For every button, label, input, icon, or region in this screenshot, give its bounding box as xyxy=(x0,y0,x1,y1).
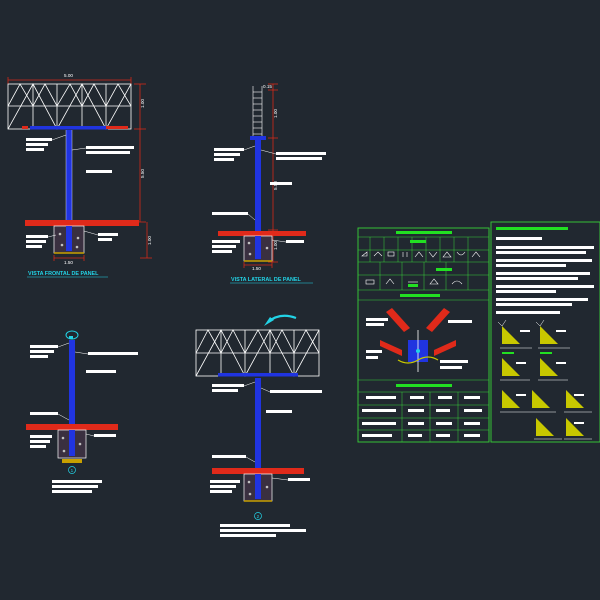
dim-height-frontal xyxy=(134,83,152,259)
notes-text-lines xyxy=(496,237,594,314)
billboard-truss-detail-2 xyxy=(195,329,320,377)
dim-upper-label: 1.00 xyxy=(273,109,278,118)
panel-base-beam-end xyxy=(106,126,128,129)
ground-slab-detail-1 xyxy=(26,424,118,430)
weld-detail-figure xyxy=(366,308,472,372)
panel-base-beam xyxy=(30,126,108,130)
view-frontal: 5.00 1.00 5.50 1.00 xyxy=(7,73,152,278)
dim-total-height-label: 5.50 xyxy=(140,169,145,178)
dim-top-label: 0.15 xyxy=(263,84,272,89)
steel-column-detail-2 xyxy=(255,378,261,470)
ground-slab-lateral xyxy=(218,231,306,236)
table-highlights xyxy=(396,240,452,387)
footing-frontal xyxy=(53,225,85,254)
annotations-lateral xyxy=(212,148,326,253)
dim-footing-depth-label: 1.00 xyxy=(147,236,152,245)
lateral-view-title: VISTA LATERAL DE PANEL xyxy=(231,277,301,283)
fillet-weld-details xyxy=(497,319,592,440)
lateral-platform xyxy=(250,136,266,140)
detail-1-marker-label: 1 xyxy=(71,468,74,473)
steel-column-lateral xyxy=(255,140,261,235)
dim-width-label: 5.00 xyxy=(64,73,73,78)
table-bottom-text xyxy=(362,396,482,437)
view-detail-2: 2 xyxy=(195,314,322,537)
view-lateral: 0.15 1.00 5.50 1.00 1.50 VIST xyxy=(212,83,326,284)
view-detail-1: 1 xyxy=(26,330,138,493)
footing-detail-1 xyxy=(57,429,87,463)
footing-lateral xyxy=(243,235,273,262)
steel-column-frontal xyxy=(66,130,72,225)
dim-footing-width-lateral xyxy=(243,262,273,268)
dim-footing-width-frontal xyxy=(53,255,85,261)
detail-2-marker xyxy=(254,512,262,520)
leader-lines-detail-2 xyxy=(243,381,289,481)
leader-lines-frontal xyxy=(47,134,99,238)
ground-slab-frontal xyxy=(25,220,139,226)
billboard-truss-frontal xyxy=(7,83,132,130)
spec-table-welds xyxy=(357,227,490,443)
dim-lower-label: 1.00 xyxy=(273,241,278,250)
leader-lines-detail-1 xyxy=(57,342,95,437)
dim-width-frontal xyxy=(7,77,132,84)
panel-base-beam-detail-2 xyxy=(218,373,298,377)
panel-base-beam-end xyxy=(22,126,28,129)
dim-footing-width-lateral-label: 1.50 xyxy=(252,266,261,271)
footing-detail-2 xyxy=(243,473,273,502)
annotations-detail-2 xyxy=(210,384,322,537)
detail-2-marker-label: 2 xyxy=(257,514,260,519)
weld-symbols xyxy=(361,251,481,285)
dim-mid-label: 5.50 xyxy=(273,181,278,190)
annotations-frontal xyxy=(26,138,134,248)
notes-heading xyxy=(496,227,568,230)
detail-1-marker xyxy=(68,466,76,474)
annotations-detail-1 xyxy=(30,345,138,493)
dim-footing-width-label: 1.50 xyxy=(64,260,73,265)
maintenance-ladder xyxy=(252,86,263,138)
dim-panel-height-label: 1.00 xyxy=(140,99,145,108)
table-heading xyxy=(396,231,452,234)
ground-slab-detail-2 xyxy=(212,468,304,474)
leader-lines-lateral xyxy=(243,145,287,243)
spec-table-notes xyxy=(490,221,600,443)
frontal-view-title: VISTA FRONTAL DE PANEL xyxy=(28,271,99,277)
steel-column-detail-1 xyxy=(69,340,75,426)
